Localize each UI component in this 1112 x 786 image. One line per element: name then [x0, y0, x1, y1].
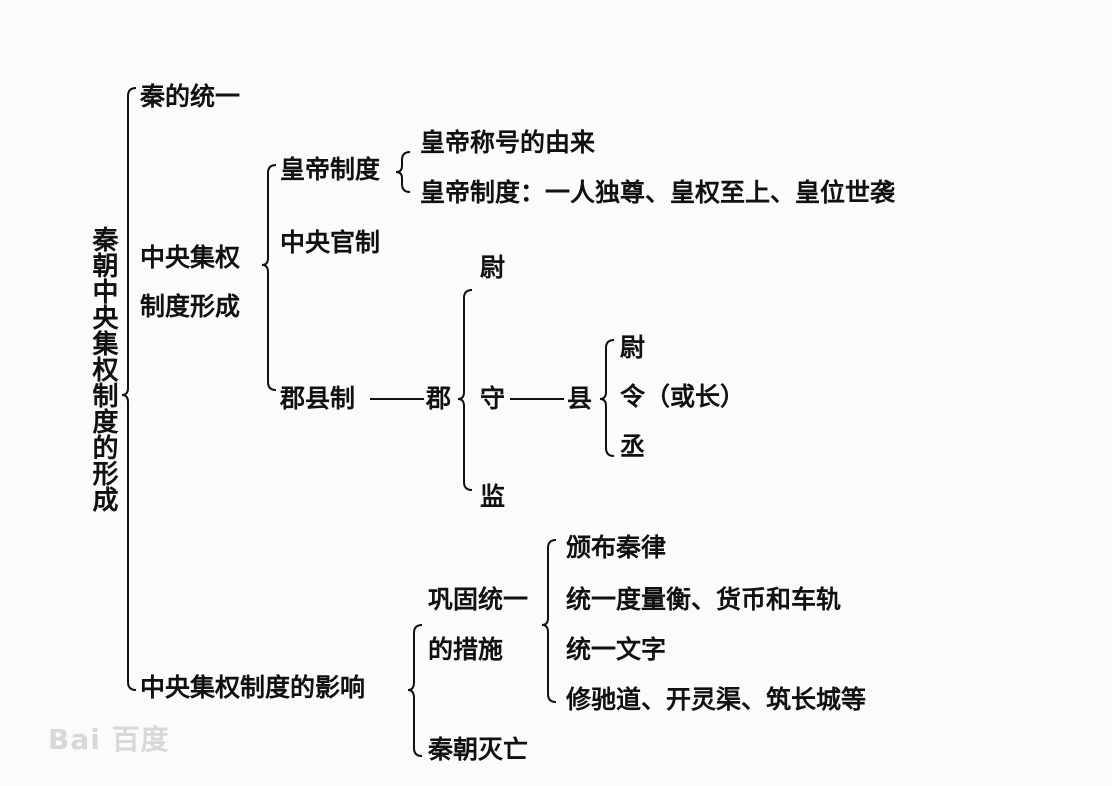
node-jun-item: 守	[480, 384, 506, 413]
node-qin-unification: 秦的统一	[140, 82, 241, 111]
node-emperor-system: 皇帝制度	[280, 155, 381, 184]
node-measure: 统一度量衡、货币和车轨	[566, 585, 842, 614]
measures-bracket	[541, 539, 557, 703]
node-xian-item: 尉	[620, 333, 646, 362]
main-bracket	[121, 87, 137, 691]
node-measure: 修驰道、开灵渠、筑长城等	[566, 685, 867, 714]
node-measure: 颁布秦律	[566, 533, 667, 562]
node-impact: 中央集权制度的影响	[140, 673, 366, 702]
baidu-watermark: Bai 百度	[48, 723, 170, 756]
node-emperor-item: 皇帝制度：一人独尊、皇权至上、皇位世袭	[420, 178, 896, 207]
node-formation-line2: 制度形成	[140, 292, 241, 321]
node-jun: 郡	[426, 384, 452, 413]
node-measure: 统一文字	[566, 635, 667, 664]
node-xian-item: 丞	[620, 432, 646, 461]
node-central-officials: 中央官制	[280, 228, 381, 257]
node-measures-line1: 巩固统一	[428, 585, 529, 614]
node-xian: 县	[567, 384, 593, 413]
jun-bracket	[457, 289, 473, 491]
formation-bracket	[261, 164, 277, 391]
node-measures-line2: 的措施	[428, 635, 504, 664]
xian-bracket	[599, 339, 615, 457]
node-commandery-system: 郡县制	[280, 384, 356, 413]
node-qin-fall: 秦朝灭亡	[428, 735, 529, 764]
node-emperor-item: 皇帝称号的由来	[420, 128, 596, 157]
node-jun-item: 尉	[480, 253, 506, 282]
node-jun-item: 监	[480, 482, 506, 511]
impact-bracket	[407, 624, 423, 757]
node-formation-line1: 中央集权	[140, 243, 241, 272]
root-title: 秦朝中央集权制度的形成	[88, 226, 118, 512]
node-xian-item: 令（或长）	[620, 382, 746, 411]
emperor-brace	[395, 151, 411, 193]
